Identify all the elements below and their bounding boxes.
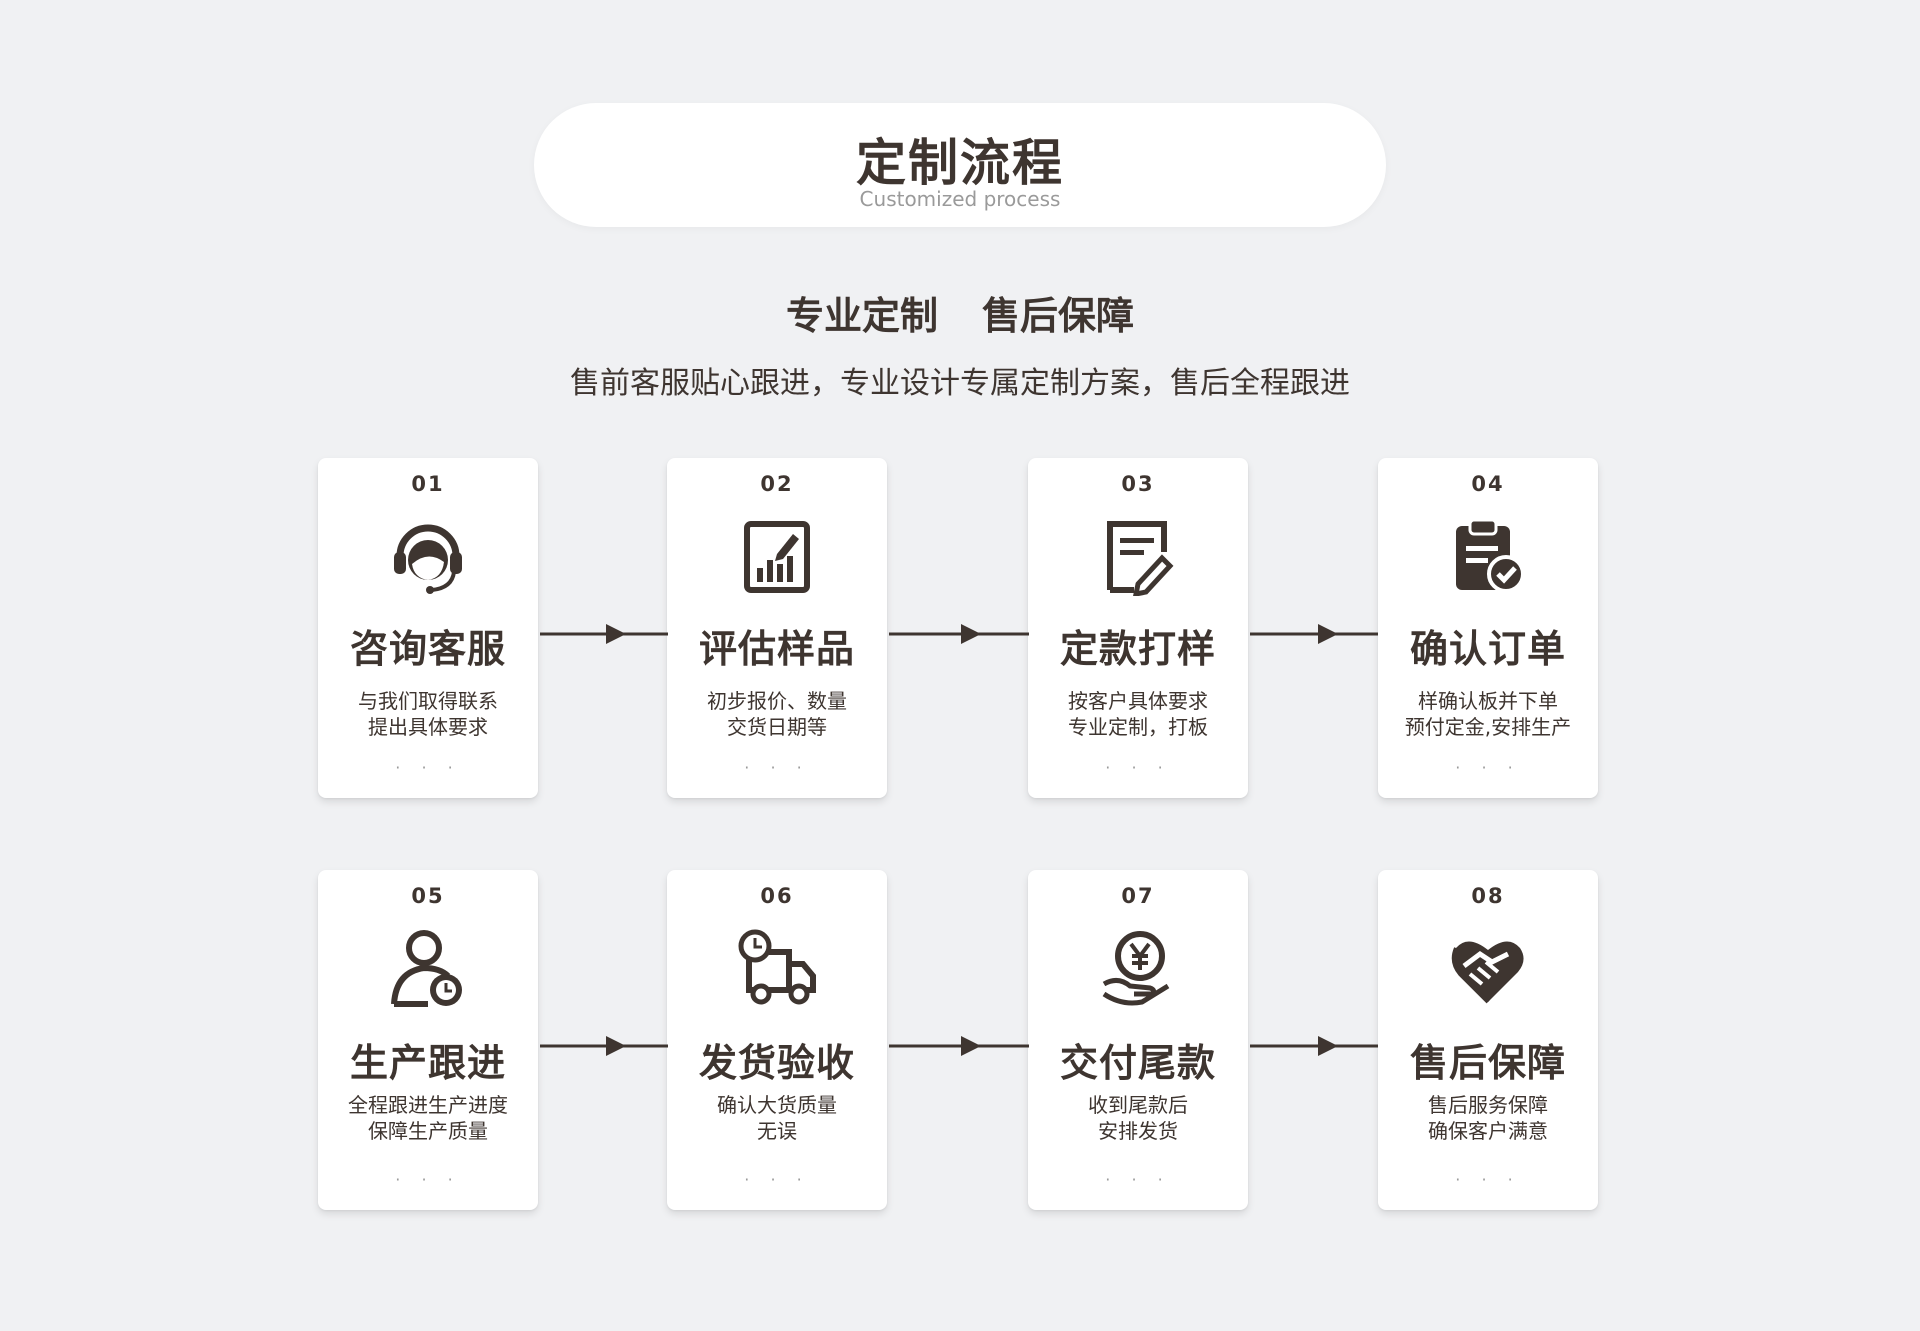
step-title: 生产跟进 bbox=[349, 1041, 506, 1085]
step-number: 06 bbox=[760, 884, 794, 908]
flow-arrow bbox=[540, 1034, 668, 1058]
page-subtitle: Customized process bbox=[859, 187, 1061, 211]
flow-arrow bbox=[889, 622, 1029, 646]
step-title: 售后保障 bbox=[1409, 1041, 1566, 1085]
header-pill: 定制流程 Customized process bbox=[534, 103, 1386, 227]
step-card-01: 01 咨询客服 与我们取得联系 提出具体要求 · · · bbox=[318, 458, 538, 798]
step-number: 08 bbox=[1471, 884, 1505, 908]
yen-hand-icon bbox=[1098, 928, 1178, 1008]
step-number: 05 bbox=[411, 884, 445, 908]
step-desc-line2: 交货日期等 bbox=[727, 715, 827, 739]
step-desc-line2: 保障生产质量 bbox=[368, 1119, 488, 1143]
customer-service-headset-icon bbox=[388, 516, 468, 596]
slogan-left: 专业定制 bbox=[785, 294, 938, 338]
page-title: 定制流程 bbox=[856, 134, 1064, 192]
step-title: 交付尾款 bbox=[1059, 1041, 1216, 1085]
document-edit-icon bbox=[1098, 516, 1178, 596]
step-number: 02 bbox=[760, 472, 794, 496]
slogan: 专业定制售后保障 bbox=[0, 285, 1920, 340]
step-card-08: 08 售后保障 售后服务保障 确保客户满意 · · · bbox=[1378, 870, 1598, 1210]
flow-arrow bbox=[1250, 622, 1378, 646]
slogan-right: 售后保障 bbox=[982, 294, 1135, 338]
step-desc-line1: 收到尾款后 bbox=[1088, 1093, 1188, 1117]
user-clock-icon bbox=[388, 928, 468, 1008]
step-number: 01 bbox=[411, 472, 445, 496]
step-desc-line1: 初步报价、数量 bbox=[707, 689, 847, 713]
step-number: 07 bbox=[1121, 884, 1155, 908]
step-number: 03 bbox=[1121, 472, 1155, 496]
step-desc-line1: 全程跟进生产进度 bbox=[348, 1093, 508, 1117]
step-desc-line1: 与我们取得联系 bbox=[358, 689, 498, 713]
step-desc-line2: 预付定金,安排生产 bbox=[1404, 715, 1572, 739]
more-dots: · · · bbox=[395, 1170, 461, 1189]
more-dots: · · · bbox=[395, 758, 461, 777]
step-desc-line2: 专业定制，打板 bbox=[1068, 715, 1208, 739]
step-desc-line2: 无误 bbox=[757, 1119, 797, 1143]
step-desc-line1: 按客户具体要求 bbox=[1068, 689, 1208, 713]
step-title: 定款打样 bbox=[1059, 627, 1216, 671]
step-title: 确认订单 bbox=[1409, 627, 1566, 671]
flow-arrow bbox=[889, 1034, 1029, 1058]
more-dots: · · · bbox=[1105, 758, 1171, 777]
step-title: 评估样品 bbox=[698, 627, 855, 671]
step-card-07: 07 交付尾款 收到尾款后 安排发货 · · · bbox=[1028, 870, 1248, 1210]
delivery-truck-icon bbox=[737, 928, 817, 1008]
handshake-heart-icon bbox=[1448, 928, 1528, 1008]
step-card-06: 06 发货验收 确认大货质量 无误 · · · bbox=[667, 870, 887, 1210]
step-card-04: 04 确认订单 样确认板并下单 预付定金,安排生产 · · · bbox=[1378, 458, 1598, 798]
step-card-03: 03 定款打样 按客户具体要求 专业定制，打板 · · · bbox=[1028, 458, 1248, 798]
step-desc-line1: 样确认板并下单 bbox=[1418, 689, 1558, 713]
step-desc-line2: 提出具体要求 bbox=[368, 715, 488, 739]
chart-report-icon bbox=[737, 516, 817, 596]
step-title: 咨询客服 bbox=[349, 627, 506, 671]
step-title: 发货验收 bbox=[698, 1041, 855, 1085]
flow-arrow bbox=[1250, 1034, 1378, 1058]
more-dots: · · · bbox=[1455, 758, 1521, 777]
step-desc-line1: 确认大货质量 bbox=[717, 1093, 837, 1117]
step-card-02: 02 评估样品 初步报价、数量 交货日期等 · · · bbox=[667, 458, 887, 798]
step-desc-line1: 售后服务保障 bbox=[1428, 1093, 1548, 1117]
more-dots: · · · bbox=[1105, 1170, 1171, 1189]
step-desc-line2: 安排发货 bbox=[1098, 1119, 1178, 1143]
more-dots: · · · bbox=[744, 758, 810, 777]
clipboard-check-icon bbox=[1448, 516, 1528, 596]
step-card-05: 05 生产跟进 全程跟进生产进度 保障生产质量 · · · bbox=[318, 870, 538, 1210]
more-dots: · · · bbox=[744, 1170, 810, 1189]
description: 售前客服贴心跟进，专业设计专属定制方案，售后全程跟进 bbox=[570, 366, 1350, 401]
step-number: 04 bbox=[1471, 472, 1505, 496]
more-dots: · · · bbox=[1455, 1170, 1521, 1189]
step-desc-line2: 确保客户满意 bbox=[1428, 1119, 1548, 1143]
flow-arrow bbox=[540, 622, 668, 646]
